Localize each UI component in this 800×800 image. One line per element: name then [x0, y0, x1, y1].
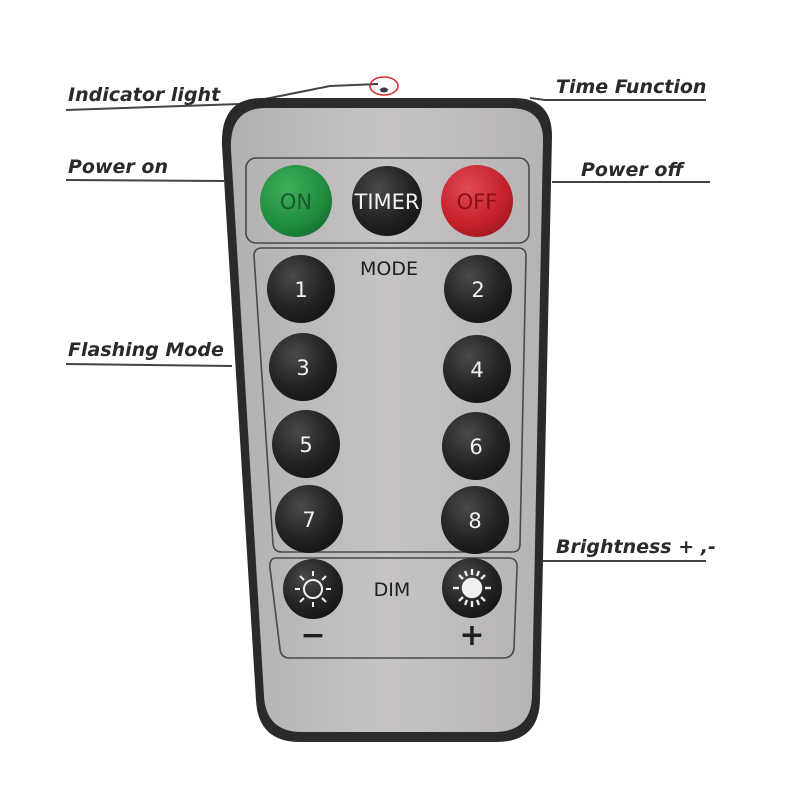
mode-button-1-label: 1 — [294, 278, 307, 302]
mode-button-7[interactable]: 7 — [275, 485, 343, 553]
brightness-callout: Brightness + ,- — [556, 536, 716, 558]
power-on-callout: Power on — [68, 156, 168, 178]
brightness-down-button[interactable] — [283, 559, 343, 619]
mode-button-4-label: 4 — [470, 358, 483, 382]
brightness-plus-label: + — [459, 618, 484, 653]
mode-label: MODE — [360, 258, 418, 280]
timer-button-label: TIMER — [354, 190, 420, 214]
mode-button-1[interactable]: 1 — [267, 255, 335, 323]
sun-outline-icon — [295, 571, 331, 607]
mode-button-6[interactable]: 6 — [442, 412, 510, 480]
callout-lines — [65, 83, 710, 562]
brightness-minus-label: − — [300, 618, 325, 653]
sun-filled-icon — [453, 569, 491, 607]
mode-button-3-label: 3 — [296, 356, 309, 380]
power-panel — [245, 157, 530, 244]
mode-button-4[interactable]: 4 — [443, 335, 511, 403]
mode-button-5-label: 5 — [299, 433, 312, 457]
dim-panel — [269, 557, 518, 659]
mode-panel — [253, 247, 527, 553]
mode-button-2[interactable]: 2 — [444, 255, 512, 323]
brightness-up-button[interactable] — [442, 558, 502, 618]
on-button[interactable]: ON — [260, 165, 332, 237]
flashing-mode-callout: Flashing Mode — [68, 339, 224, 361]
mode-button-5[interactable]: 5 — [272, 410, 340, 478]
timer-button[interactable]: TIMER — [352, 166, 422, 236]
indicator-light-icon — [369, 76, 399, 96]
power-off-callout: Power off — [581, 159, 684, 181]
dim-label: DIM — [374, 579, 411, 601]
off-button[interactable]: OFF — [441, 165, 513, 237]
mode-button-3[interactable]: 3 — [269, 333, 337, 401]
off-button-label: OFF — [457, 190, 498, 214]
mode-button-8-label: 8 — [468, 509, 481, 533]
time-function-callout: Time Function — [556, 76, 707, 98]
on-button-label: ON — [280, 190, 312, 214]
mode-button-2-label: 2 — [471, 278, 484, 302]
mode-button-6-label: 6 — [469, 435, 482, 459]
mode-button-8[interactable]: 8 — [441, 486, 509, 554]
mode-button-7-label: 7 — [302, 508, 315, 532]
indicator-light-callout: Indicator light — [68, 84, 221, 106]
